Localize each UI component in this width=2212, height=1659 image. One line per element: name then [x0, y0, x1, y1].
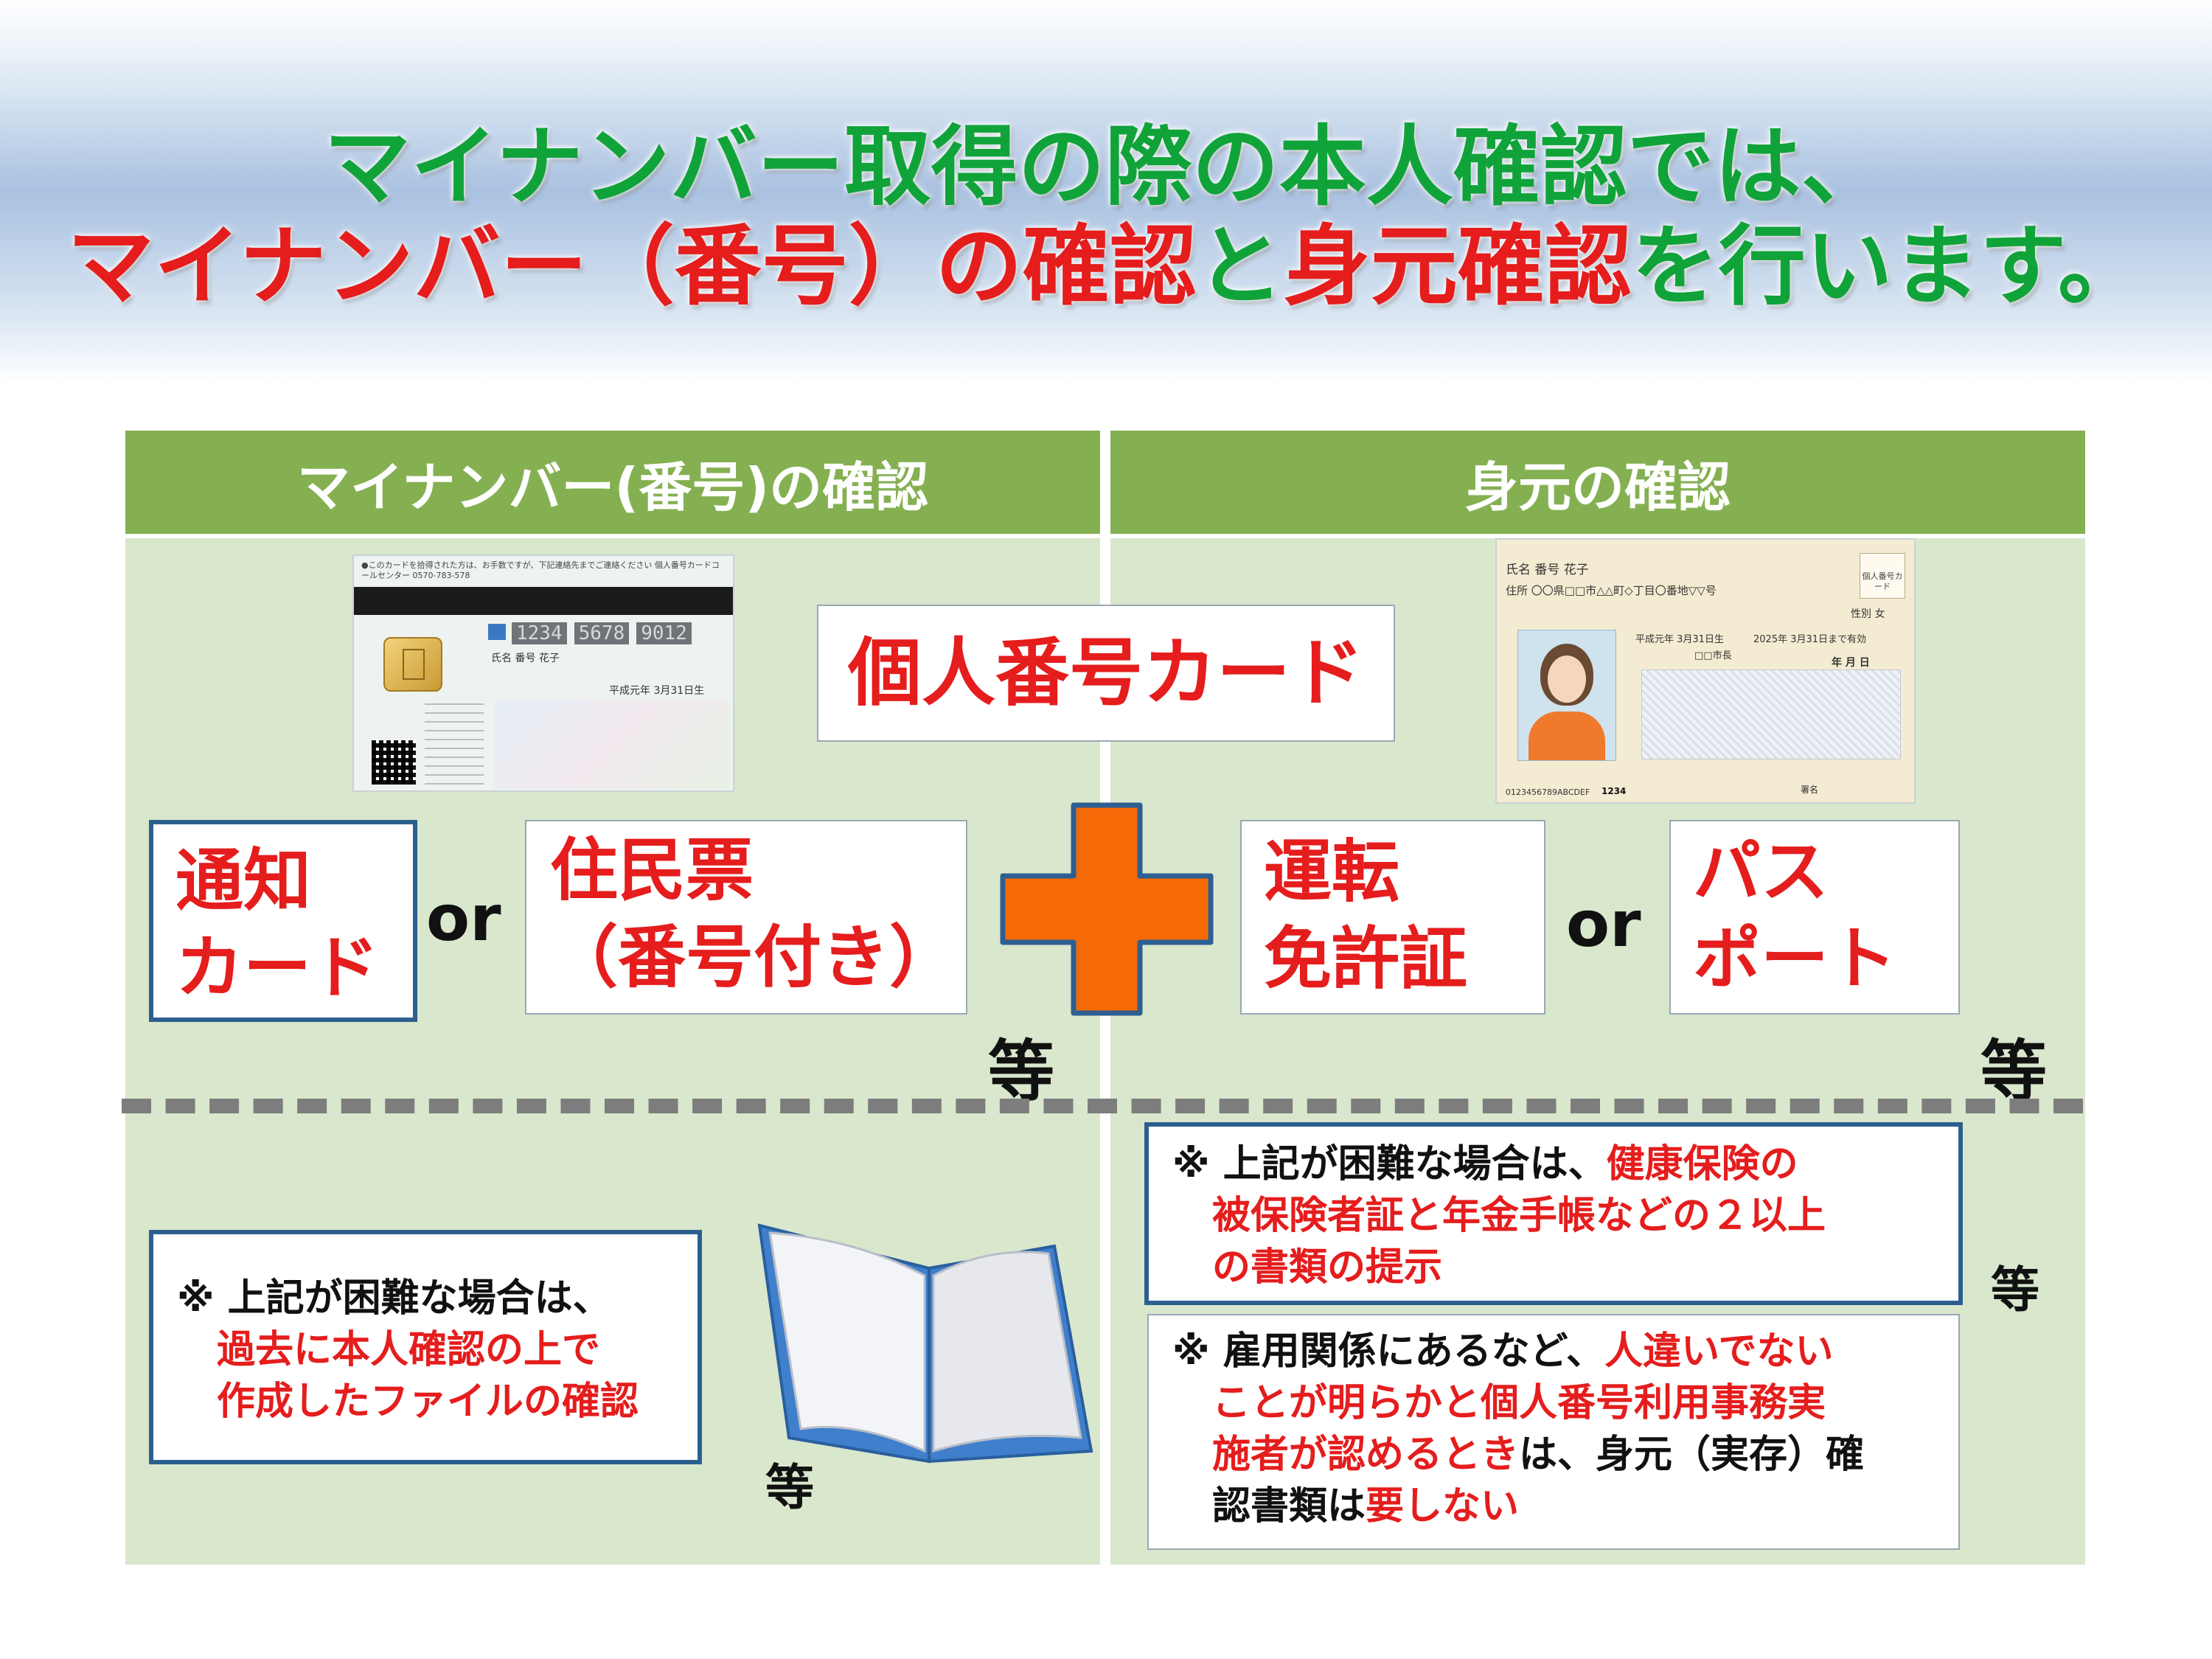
drivers-license-option: 運転 免許証 [1240, 820, 1545, 1015]
magnetic-stripe [354, 587, 733, 615]
right-note2-mid: は、身元（実存）確 [1519, 1433, 1865, 1477]
file-book-icon [757, 1223, 1093, 1464]
employment-exception-note: ※ 雇用関係にあるなど、人違いでない ことが明らかと個人番号利用事務実 施者が認… [1147, 1314, 1960, 1550]
card-front-name: 氏名 番号 花子 [1506, 563, 1589, 577]
mynumber-card-back: ●このカードを拾得された方は、お手数ですが、下記連絡先までご連絡ください 個人番… [352, 554, 734, 792]
card-emblem-icon [488, 624, 506, 640]
resident-record-line1: 住民票 [550, 831, 754, 910]
portrait-photo [1517, 630, 1616, 761]
notification-card-option: 通知 カード [149, 820, 417, 1022]
notification-card-line2: カード [175, 928, 380, 1007]
card-logo: 個人番号カード [1860, 553, 1905, 599]
card-notice: ●このカードを拾得された方は、お手数ですが、下記連絡先までご連絡ください 個人番… [361, 560, 720, 580]
drivers-license-line1: 運転 [1264, 832, 1400, 911]
card-number: 1234 5678 9012 [512, 622, 692, 644]
card-hologram [1641, 669, 1901, 759]
right-note2-red3: 施者が認めるとき [1212, 1433, 1520, 1477]
individual-number-card-text: 個人番号カード [848, 630, 1364, 716]
card-number-segment: 1234 [512, 622, 567, 644]
right-note1-lead: ※ 上記が困難な場合は、 [1172, 1142, 1607, 1186]
card-number-segment: 9012 [636, 622, 692, 644]
mynumber-card-front: 氏名 番号 花子 住所 〇〇県□□市△△町◇丁目〇番地▽▽号 性別 女 個人番号… [1495, 538, 1916, 804]
title-line2: マイナンバー（番号）の確認と身元確認を行います。 [0, 195, 2212, 321]
left-etc: 等 [988, 1033, 1054, 1110]
right-note1-red1: 健康保険の [1606, 1142, 1798, 1186]
left-note-line1: ※ 上記が困難な場合は、 [177, 1276, 611, 1321]
left-note-line2: 過去に本人確認の上で [217, 1328, 601, 1372]
title-mynumber-check: マイナンバー（番号）の確認 [67, 215, 1197, 317]
left-note-line3: 作成したファイルの確認 [217, 1380, 639, 1424]
right-note2-red2: ことが明らかと個人番号利用事務実 [1212, 1381, 1826, 1425]
card-front-birth: 平成元年 3月31日生 [1635, 634, 1724, 645]
title-and: と [1196, 215, 1284, 317]
portrait-shirt [1528, 712, 1605, 760]
left-alternative-note: ※ 上記が困難な場合は、 過去に本人確認の上で 作成したファイルの確認 [149, 1230, 702, 1464]
right-alternative-note: ※ 上記が困難な場合は、健康保険の 被保険者証と年金手帳などの２以上 の書類の提… [1144, 1122, 1963, 1305]
card-front-address: 住所 〇〇県□□市△△町◇丁目〇番地▽▽号 [1506, 584, 1717, 597]
card-front-pin: 1234 [1601, 786, 1627, 796]
portrait-face [1548, 655, 1586, 703]
card-fine-print [425, 696, 484, 785]
notification-card-line1: 通知 [175, 841, 312, 920]
card-front-issuer: □□市長 [1694, 650, 1732, 661]
card-front-serial: 0123456789ABCDEF [1506, 787, 1590, 797]
card-name: 氏名 番号 花子 [491, 653, 560, 664]
passport-option: パス ポート [1669, 820, 1960, 1015]
passport-line2: ポート [1693, 919, 1897, 998]
right-note1-red3: の書類の提示 [1212, 1245, 1443, 1290]
ic-chip-icon [383, 637, 442, 692]
qr-code-icon [372, 740, 416, 785]
right-note2-red1: 人違いでない [1604, 1329, 1834, 1374]
title-line1: マイナンバー取得の際の本人確認では、 [324, 116, 1888, 218]
card-front-valid: 2025年 3月31日まで有効 [1753, 634, 1867, 645]
header-band [0, 0, 2212, 383]
resident-record-line2: （番号付き） [550, 918, 958, 997]
card-front-sex: 性別 女 [1851, 608, 1885, 620]
right-etc: 等 [1980, 1033, 2047, 1110]
right-column-header: 身元の確認 [1110, 431, 2085, 534]
title-identity-check: 身元確認 [1283, 215, 1632, 317]
passport-line1: パス [1693, 832, 1829, 911]
resident-record-option: 住民票 （番号付き） [525, 820, 967, 1015]
individual-number-card-label: 個人番号カード [817, 605, 1395, 742]
left-or-label: or [426, 882, 501, 956]
left-note-etc: 等 [765, 1459, 814, 1516]
card-front-sign: 署名 [1801, 785, 1819, 795]
left-column-header: マイナンバー(番号)の確認 [125, 431, 1100, 534]
card-pattern [494, 700, 730, 789]
right-note2-tail: 認書類は [1212, 1484, 1366, 1528]
drivers-license-line2: 免許証 [1264, 919, 1468, 998]
dashed-separator [122, 1099, 2083, 1113]
right-note2-lead: ※ 雇用関係にあるなど、 [1172, 1329, 1605, 1374]
right-note1-etc: 等 [1991, 1262, 2039, 1318]
card-front-date: 年 月 日 [1832, 657, 1870, 669]
right-or-label: or [1566, 888, 1641, 961]
card-number-segment: 5678 [574, 622, 630, 644]
right-note2-red4: 要しない [1366, 1484, 1520, 1528]
plus-icon [1000, 802, 1214, 1016]
right-note1-red2: 被保険者証と年金手帳などの２以上 [1212, 1194, 1826, 1238]
title-suffix: を行います。 [1631, 215, 2145, 317]
card-birth: 平成元年 3月31日生 [609, 685, 705, 697]
